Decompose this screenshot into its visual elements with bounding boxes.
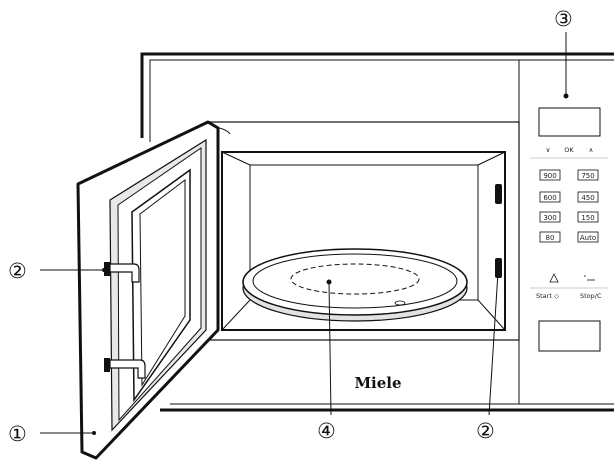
housing-outline — [140, 52, 614, 138]
svg-text:80: 80 — [546, 234, 555, 242]
callout-dot-door — [92, 431, 96, 435]
nav-down-label: ∨ — [546, 146, 551, 154]
callout-number-latch-slot: ② — [476, 419, 495, 443]
timer-icon — [584, 275, 595, 281]
power-button-auto[interactable]: Auto — [577, 231, 599, 243]
callout-line-turntable — [328, 281, 332, 416]
nav-up-label: ∧ — [589, 146, 594, 154]
callout-number-control-panel: ③ — [554, 7, 573, 31]
power-button-450[interactable]: 450 — [577, 191, 599, 203]
power-button-300[interactable]: 300 — [539, 211, 561, 223]
power-button-600[interactable]: 600 — [539, 191, 561, 203]
svg-text:300: 300 — [543, 214, 556, 222]
nav-ok-label: OK — [564, 146, 574, 154]
start-button-label[interactable]: Start ◇ — [536, 292, 559, 300]
turntable — [242, 248, 468, 322]
door-latch-hook-lower — [104, 358, 146, 379]
display-upper — [538, 107, 601, 137]
svg-text:900: 900 — [543, 172, 556, 180]
callout-dot-latch-hooks — [102, 268, 106, 272]
svg-text:150: 150 — [581, 214, 594, 222]
callout-line-latch-slot — [488, 271, 499, 416]
callout-number-door: ① — [8, 422, 27, 446]
door-latch-hook-upper — [104, 262, 140, 283]
power-button-900[interactable]: 900 — [539, 169, 561, 181]
callout-number-latch-hooks: ② — [8, 259, 27, 283]
power-button-750[interactable]: 750 — [577, 169, 599, 181]
svg-text:600: 600 — [543, 194, 556, 202]
brand-logo: Miele — [354, 374, 401, 392]
callout-dot-turntable — [326, 279, 332, 285]
callout-dot-control-panel — [563, 93, 569, 99]
power-button-80[interactable]: 80 — [539, 231, 561, 243]
latch-slot-lower — [495, 258, 502, 278]
latch-slot-upper — [495, 184, 502, 204]
display-lower — [538, 320, 601, 352]
svg-text:Auto: Auto — [580, 234, 596, 242]
callout-dot-latch-slot — [496, 270, 500, 274]
callout-number-turntable: ④ — [317, 419, 336, 443]
svg-text:450: 450 — [581, 194, 594, 202]
housing-inner-edge — [149, 59, 614, 142]
stop-button-label[interactable]: Stop/C — [580, 292, 602, 300]
open-door — [76, 120, 220, 460]
power-button-150[interactable]: 150 — [577, 211, 599, 223]
svg-text:750: 750 — [581, 172, 594, 180]
bell-icon — [549, 273, 559, 283]
